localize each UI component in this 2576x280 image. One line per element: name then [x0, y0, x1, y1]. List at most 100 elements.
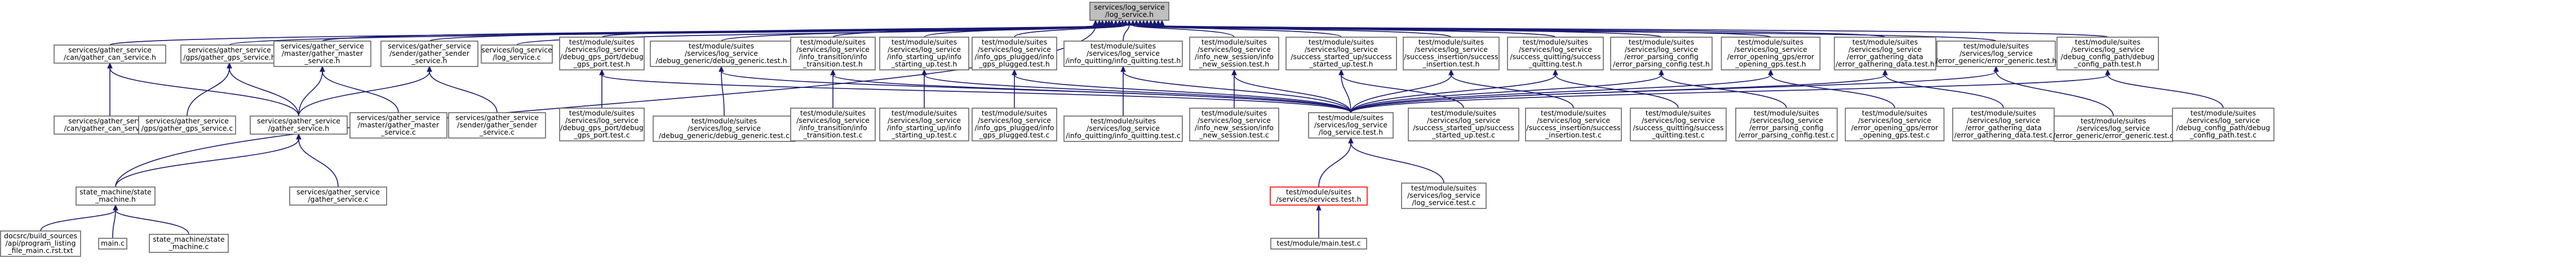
node-label-line: _service.c	[479, 128, 515, 136]
graph-node[interactable]: test/module/suites/services/log_service/…	[2056, 37, 2159, 70]
node-label-line: /info_new_session/info	[1195, 52, 1274, 61]
graph-node[interactable]: test/module/suites/services/log_service/…	[1189, 108, 1279, 141]
node-label-line: /error_generic/error_generic.test.c	[2053, 131, 2174, 140]
graph-node[interactable]: test/module/suites/services/log_service/…	[1721, 37, 1821, 70]
graph-node[interactable]: test/module/suites/services/log_service/…	[650, 41, 793, 67]
node-label-line: services/log_service	[481, 46, 552, 54]
graph-node[interactable]: test/module/suites/services/log_service/…	[879, 108, 969, 141]
graph-node[interactable]: test/module/suites/services/log_service/…	[790, 108, 876, 141]
node-label-line: /services/log_service	[1427, 116, 1500, 125]
graph-node[interactable]: test/module/suites/services/log_service/…	[1403, 37, 1500, 70]
graph-node[interactable]: services/gather_service/gps/gather_gps_s…	[138, 115, 236, 135]
graph-node[interactable]: services/gather_service/sender/gather_se…	[380, 41, 478, 67]
node-label-line: /debug_config_path/debug	[2176, 123, 2270, 132]
node-label-line: /success_started_up/success	[1291, 52, 1391, 61]
node-label-line: /services/log_service	[688, 124, 761, 132]
graph-node[interactable]: test/module/suites/services/log_service/…	[1408, 108, 1519, 141]
node-box	[1089, 2, 1169, 21]
edge-arrowhead	[1130, 19, 1136, 26]
graph-node[interactable]: state_machine/state_machine.c	[149, 234, 229, 253]
node-label-line: /services/log_service	[888, 116, 961, 125]
node-box	[349, 112, 447, 139]
node-label-line: services/gather_service	[68, 117, 152, 125]
graph-node[interactable]: test/module/suites/services/log_service/…	[1507, 37, 1604, 70]
graph-node[interactable]: test/module/suites/services/log_service/…	[790, 37, 876, 70]
node-label-line: _service.h	[304, 56, 340, 65]
node-label-line: /services/log_service	[1858, 116, 1931, 125]
graph-node[interactable]: test/module/suites/services/log_service/…	[559, 37, 645, 70]
graph-node[interactable]: test/module/suites/services/log_service/…	[2172, 108, 2274, 141]
graph-node[interactable]: test/module/suites/services/log_service/…	[1308, 112, 1394, 139]
edge-arrowhead	[1012, 69, 1017, 75]
graph-node[interactable]: test/module/main.test.c	[1270, 238, 1367, 250]
graph-node[interactable]: test/module/suites/services/log_service/…	[1189, 37, 1279, 70]
node-label-line: _new_session.test.c	[1199, 131, 1269, 139]
graph-node[interactable]: docsrc/build_sources/api/program_listing…	[0, 230, 81, 257]
graph-edge	[1350, 69, 1454, 113]
graph-node[interactable]: test/module/suites/services/log_service/…	[1630, 108, 1727, 141]
edge-arrowhead	[1155, 19, 1161, 26]
node-label-line: /master/gather_master	[282, 49, 363, 57]
graph-node[interactable]: test/module/suites/services/log_service/…	[1936, 41, 2057, 67]
graph-node[interactable]: test/module/suites/services/log_service/…	[1063, 115, 1183, 142]
edge-line	[1341, 74, 1351, 113]
graph-node[interactable]: state_machine/state_machine.h	[76, 186, 156, 206]
node-label-line: /services/log_service	[1537, 116, 1610, 125]
graph-node[interactable]: services/gather_service/gather_service.c	[289, 186, 387, 206]
graph-edge	[427, 65, 498, 113]
node-label-line: test/module/suites	[569, 38, 635, 46]
graph-edge	[1120, 65, 1351, 113]
graph-node[interactable]: test/module/suites/services/log_service/…	[1610, 37, 1713, 70]
graph-node[interactable]: services/gather_service/sender/gather_se…	[448, 112, 546, 139]
graph-node[interactable]: test/module/suites/services/log_service/…	[559, 108, 645, 141]
graph-node[interactable]: test/module/suites/services/log_service/…	[879, 37, 969, 70]
edge-arrowhead	[1126, 19, 1132, 26]
graph-node[interactable]: services/gather_service/can/gather_can_s…	[54, 45, 166, 64]
node-label-line: test/module/suites	[1541, 109, 1606, 117]
graph-node[interactable]: test/module/suites/services/log_service/…	[1525, 108, 1622, 141]
node-label-line: /info_gps_plugged/info	[974, 52, 1054, 61]
graph-node[interactable]: main.c	[98, 238, 127, 250]
graph-node[interactable]: test/module/suites/services/services.tes…	[1270, 186, 1368, 206]
edge-arrowhead	[1993, 65, 1999, 72]
graph-node[interactable]: services/gather_service/master/gather_ma…	[349, 112, 447, 139]
node-label-line: _service.c	[380, 128, 416, 136]
edge-line	[115, 210, 189, 235]
edge-arrowhead	[599, 69, 605, 75]
graph-node[interactable]: services/gather_service/master/gather_ma…	[273, 41, 371, 67]
node-box	[1403, 37, 1500, 70]
graph-node[interactable]: test/module/suites/services/log_service/…	[1952, 108, 2055, 141]
graph-node[interactable]: test/module/suites/services/log_service/…	[653, 115, 796, 142]
graph-edge	[320, 65, 399, 113]
node-label-line: /services/log_service	[796, 116, 870, 125]
graph-node[interactable]: test/module/suites/services/log_service/…	[1834, 37, 1936, 70]
graph-edge	[1348, 137, 1444, 184]
graph-node[interactable]: test/module/suites/services/log_service/…	[1063, 41, 1183, 67]
node-label-line: /services/log_service	[1642, 116, 1715, 125]
node-box	[138, 115, 236, 135]
graph-node[interactable]: test/module/suites/services/log_service/…	[1401, 183, 1487, 209]
graph-node[interactable]: test/module/suites/services/log_service/…	[1845, 108, 1945, 141]
graph-node[interactable]: test/module/suites/services/log_service/…	[1735, 108, 1838, 141]
edge-line	[429, 71, 498, 113]
node-box	[76, 186, 156, 206]
edge-arrowhead	[1448, 69, 1454, 75]
node-label-line: /info_starting_up/info	[887, 52, 961, 61]
graph-node[interactable]: test/module/suites/services/log_service/…	[972, 108, 1057, 141]
node-label-line: /info_starting_up/info	[887, 123, 961, 132]
graph-node[interactable]: services/log_service/log_service.h	[1089, 2, 1169, 21]
graph-node[interactable]: services/log_service/log_service.c	[481, 45, 553, 64]
node-box	[1401, 183, 1487, 209]
node-label-line: /error_parsing_config.test.h	[1613, 60, 1710, 68]
edge-arrowhead	[1099, 19, 1106, 26]
edge-arrowhead	[1768, 69, 1774, 75]
graph-edge	[1159, 19, 2108, 38]
graph-node[interactable]: test/module/suites/services/log_service/…	[972, 37, 1057, 70]
graph-node[interactable]: test/module/suites/services/log_service/…	[1285, 37, 1397, 70]
graph-node[interactable]: services/gather_service/gps/gather_gps_s…	[180, 45, 278, 64]
graph-node[interactable]: services/gather_service/gather_service.h	[250, 115, 348, 135]
graph-node[interactable]: test/module/suites/services/log_service/…	[2053, 115, 2174, 142]
graph-edge	[830, 69, 1351, 113]
edge-line	[1451, 74, 1574, 109]
